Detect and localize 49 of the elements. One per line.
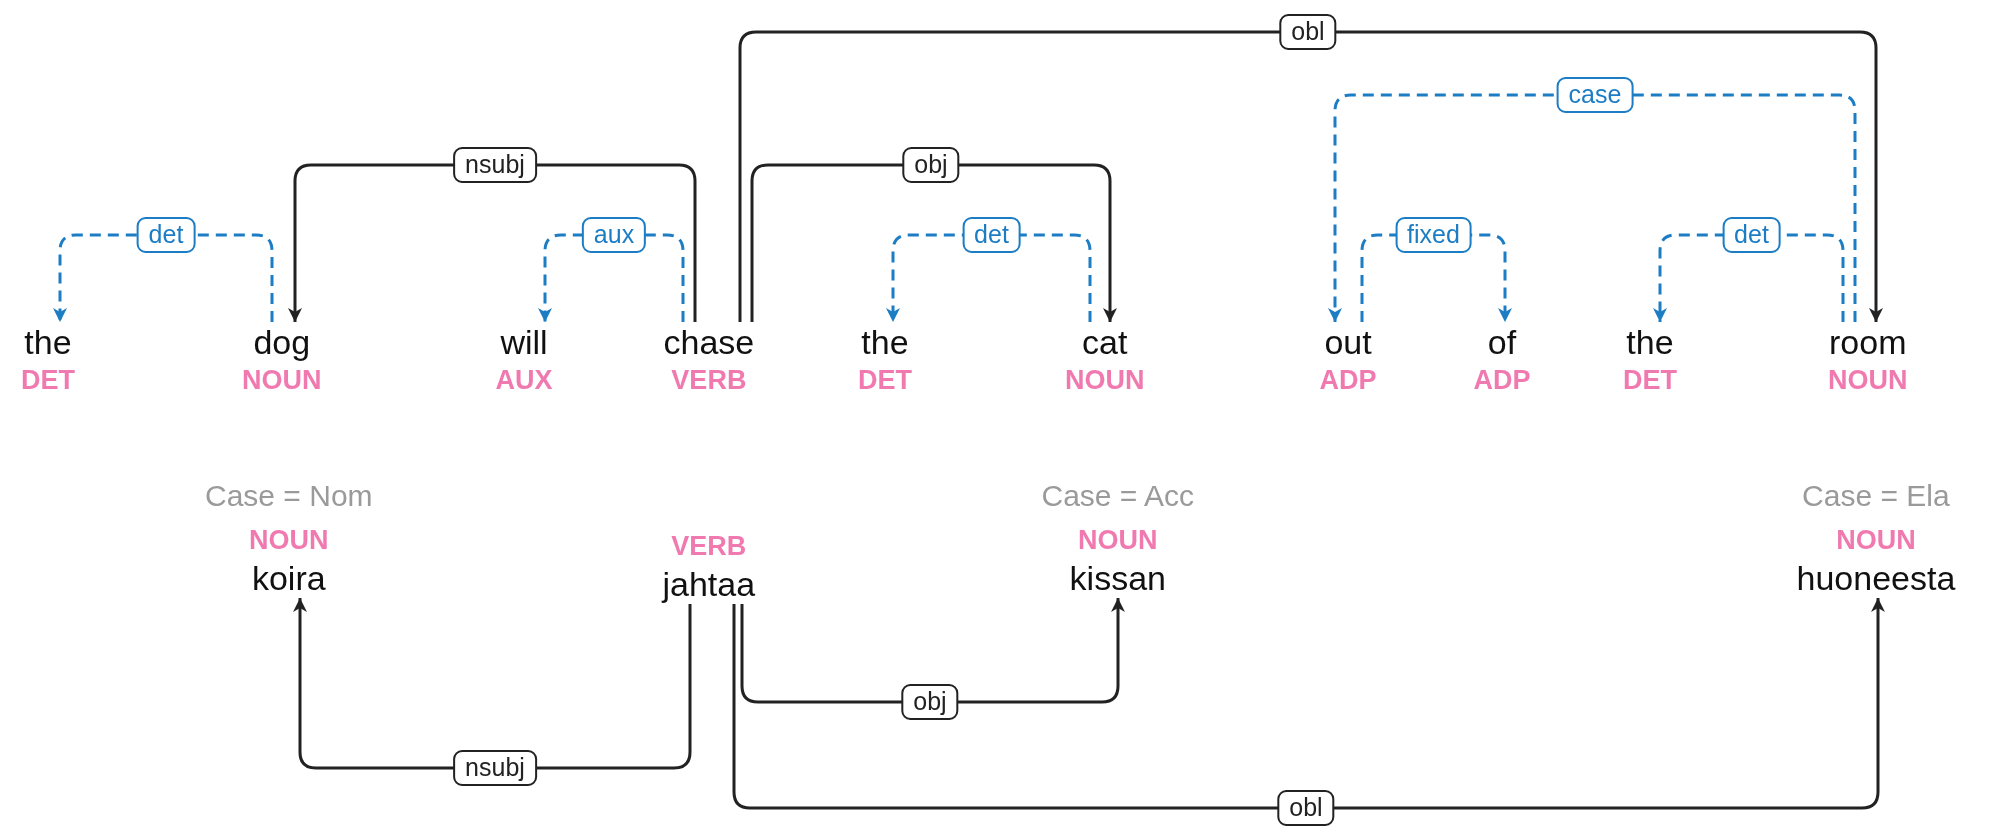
edge-label: nsubj (453, 750, 537, 786)
word: cat (1082, 322, 1128, 362)
dependency-arrow (750, 163, 1117, 322)
pos-tag: VERB (671, 528, 747, 564)
case-feature: Case = Ela (1802, 478, 1950, 514)
dependency-arrow (732, 598, 1885, 810)
edge-label: det (136, 217, 196, 253)
word: out (1324, 322, 1372, 362)
pos-tag: DET (1623, 362, 1677, 398)
pos-tag: NOUN (1836, 522, 1916, 558)
word: of (1487, 322, 1517, 362)
pos-tag: DET (21, 362, 75, 398)
edge-label: aux (581, 217, 647, 253)
edge-label: fixed (1395, 217, 1472, 253)
pos-tag: NOUN (249, 522, 329, 558)
edge-label: det (1722, 217, 1781, 253)
word: the (861, 322, 909, 362)
dependency-arrow (288, 163, 697, 322)
pos-tag: NOUN (1828, 362, 1908, 398)
word: the (24, 322, 72, 362)
word: kissan (1069, 558, 1166, 598)
pos-tag: NOUN (1065, 362, 1145, 398)
edge-label: case (1556, 77, 1634, 113)
word: chase (663, 322, 755, 362)
dependency-arrow (1328, 93, 1857, 322)
case-feature: Case = Acc (1041, 478, 1195, 514)
word: room (1829, 322, 1907, 362)
edge-label: obl (1277, 790, 1335, 826)
edge-label: obj (902, 147, 960, 183)
edge-label: obl (1279, 14, 1337, 50)
word: will (500, 322, 548, 362)
edge-label: obj (901, 684, 959, 720)
pos-tag: NOUN (242, 362, 322, 398)
pos-tag: NOUN (1078, 522, 1158, 558)
edge-label: nsubj (453, 147, 537, 183)
word: koira (251, 558, 326, 598)
word: dog (253, 322, 311, 362)
word: the (1626, 322, 1674, 362)
pos-tag: ADP (1473, 362, 1531, 398)
pos-tag: VERB (671, 362, 747, 398)
dependency-arrow (740, 598, 1125, 704)
pos-tag: ADP (1319, 362, 1377, 398)
pos-tag: DET (858, 362, 912, 398)
pos-tag: AUX (495, 362, 553, 398)
word: huoneesta (1796, 558, 1956, 598)
word: jahtaa (662, 564, 756, 604)
case-feature: Case = Nom (205, 478, 373, 514)
edge-label: det (962, 217, 1021, 253)
dependency-arrow (738, 30, 1883, 322)
